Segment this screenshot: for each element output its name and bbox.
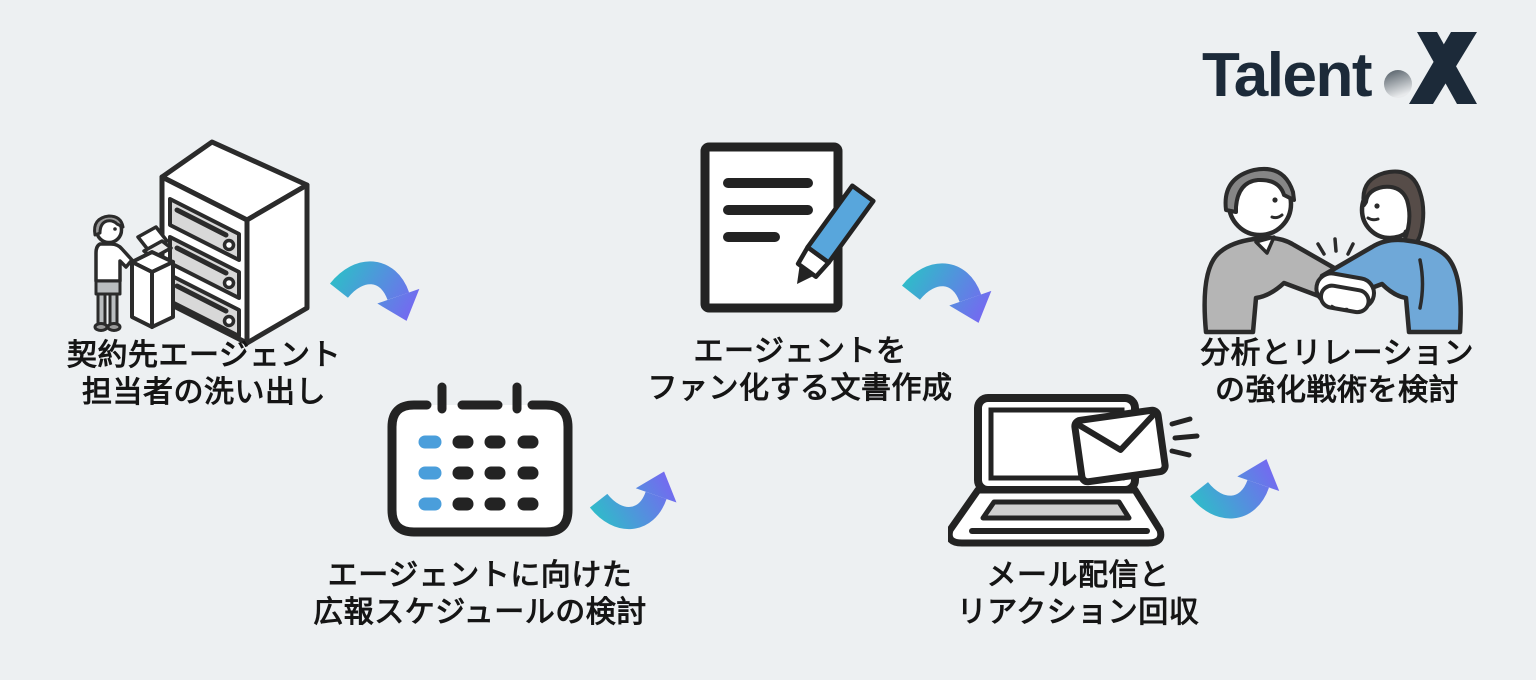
server-person-icon (80, 130, 315, 350)
step-label-3: エージェントを ファン化する文書作成 (620, 333, 980, 407)
step-label-3-line-2: ファン化する文書作成 (647, 372, 953, 405)
logo: Talent (1202, 32, 1477, 110)
step-label-1-line-2: 担当者の洗い出し (82, 376, 326, 409)
step-label-5: 分析とリレーション の強化戦術を検討 (1157, 335, 1517, 409)
calendar-icon (384, 382, 576, 550)
step-label-2-line-2: 広報スケジュールの検討 (313, 596, 647, 629)
step-label-2: エージェントに向けた 広報スケジュールの検討 (300, 557, 660, 631)
handshake-icon (1198, 148, 1468, 338)
flow-arrow-3-icon (900, 256, 995, 366)
flow-arrow-1-icon (328, 256, 423, 362)
logo-dot-icon (1383, 69, 1413, 99)
logo-brand-text: Talent (1202, 40, 1372, 110)
step-label-2-line-1: エージェントに向けた (327, 559, 633, 592)
envelope-icon (1071, 406, 1169, 486)
step-label-4-line-1: メール配信と (986, 559, 1170, 592)
document-pen-icon (695, 138, 880, 323)
step-label-3-line-1: エージェントを (693, 335, 907, 368)
flow-arrow-4-icon (1188, 420, 1283, 522)
step-label-1-line-1: 契約先エージェント (67, 339, 341, 372)
step-label-1: 契約先エージェント 担当者の洗い出し (24, 337, 384, 411)
laptop-mail-icon (948, 390, 1200, 552)
step-label-5-line-1: 分析とリレーション (1200, 337, 1474, 370)
step-label-4-line-2: リアクション回収 (956, 596, 1200, 629)
step-label-4: メール配信と リアクション回収 (898, 557, 1258, 631)
step-label-5-line-2: の強化戦術を検討 (1215, 374, 1459, 407)
flow-arrow-2-icon (588, 432, 680, 534)
logo-x-mark (1408, 32, 1477, 104)
